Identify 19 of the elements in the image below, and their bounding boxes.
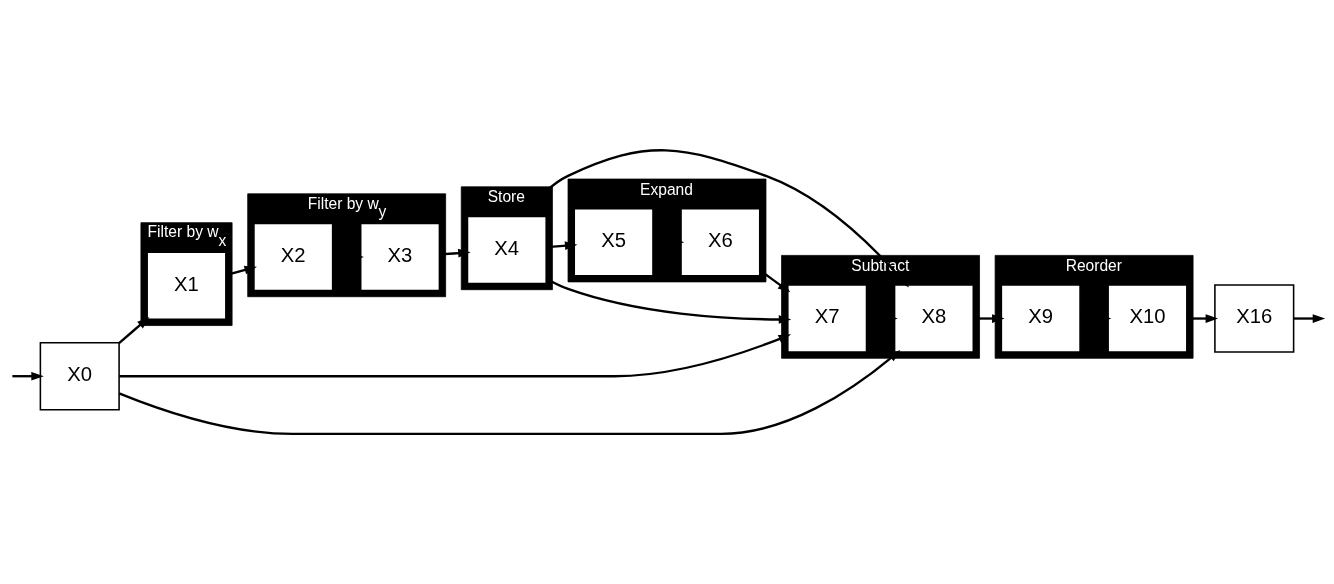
arrow	[119, 334, 792, 378]
arrow	[118, 349, 901, 436]
arrow	[118, 316, 150, 344]
arrow	[1293, 314, 1326, 323]
node-box: X8	[893, 284, 975, 353]
node-box: X6	[680, 207, 761, 277]
node-box: X5	[573, 207, 654, 277]
node-box: X10	[1107, 284, 1188, 353]
node-box: X4	[466, 215, 547, 285]
node-box: X0	[39, 341, 120, 411]
node-box: X1	[146, 251, 227, 321]
arrow	[225, 265, 257, 277]
node-box: X7	[787, 284, 868, 353]
arrow	[545, 277, 792, 324]
arrow	[12, 371, 44, 381]
node-box: X3	[359, 222, 441, 292]
node-box: X16	[1214, 284, 1295, 353]
node-box: X9	[1000, 284, 1081, 353]
node-box: X2	[253, 222, 334, 292]
